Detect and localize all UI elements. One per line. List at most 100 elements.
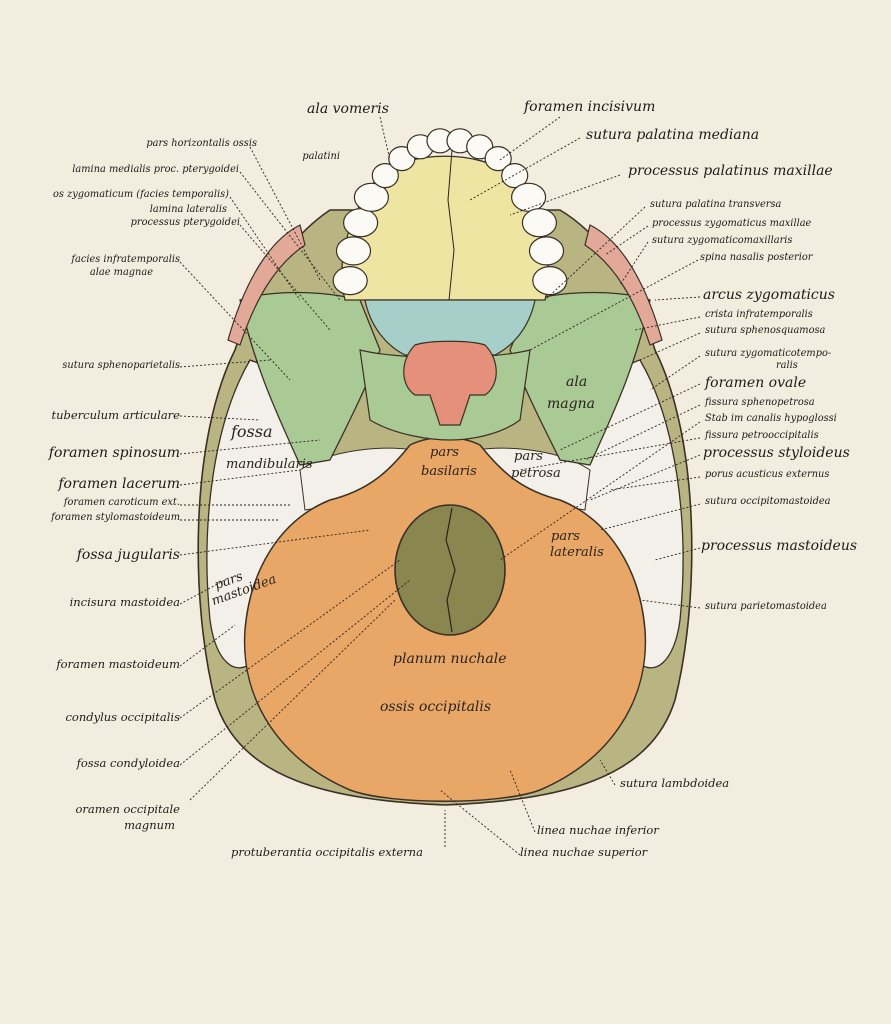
pointer-line bbox=[179, 261, 291, 381]
label-condylus-occipitalis: condylus occipitalis bbox=[65, 710, 180, 724]
label-linea-nuchae-superior: linea nuchae superior bbox=[520, 845, 648, 859]
label-pointer-lines bbox=[179, 116, 701, 856]
pointer-line bbox=[599, 759, 616, 786]
tooth bbox=[371, 163, 399, 189]
pointer-line bbox=[439, 789, 521, 856]
label-palatini: palatini bbox=[302, 151, 340, 162]
tooth bbox=[501, 163, 529, 189]
palatine-bone bbox=[364, 299, 536, 356]
foramen-magnum-midline bbox=[445, 507, 456, 633]
label-spina-nasalis-posterior: spina nasalis posterior bbox=[700, 252, 813, 263]
pointer-line bbox=[469, 137, 581, 201]
label-sutura-lambdoidea: sutura lambdoidea bbox=[620, 776, 730, 790]
pointer-line bbox=[379, 116, 391, 161]
label-ralis: ralis bbox=[776, 360, 798, 371]
region-basilaris: basilaris bbox=[421, 464, 477, 479]
sutura-palatina-mediana-line bbox=[447, 149, 455, 301]
region-pars-lateralis-1: pars bbox=[551, 529, 580, 544]
label-processus-palatinus-maxillae: processus palatinus maxillae bbox=[628, 163, 833, 179]
region-lateralis: lateralis bbox=[550, 545, 604, 560]
region-fossa: fossa bbox=[231, 422, 273, 441]
pointer-line bbox=[179, 359, 271, 368]
label-fossa-condyloidea: fossa condyloidea bbox=[76, 756, 180, 770]
label-stab-im-canalis-hypoglossi: Stab im canalis hypoglossi bbox=[705, 413, 837, 424]
pointer-line bbox=[609, 476, 701, 491]
pointer-line bbox=[179, 415, 261, 421]
tooth bbox=[343, 208, 379, 238]
tooth bbox=[532, 266, 568, 296]
label-foramen-stylomastoideum: foramen stylomastoideum bbox=[51, 512, 180, 523]
pointer-line bbox=[179, 579, 411, 766]
label-sutura-zygomaticotempo: sutura zygomaticotempo- bbox=[705, 348, 832, 359]
tooth bbox=[510, 182, 547, 212]
label-alae-magnae: alae magnae bbox=[89, 267, 153, 278]
tooth bbox=[521, 208, 558, 238]
label-sutura-palatina-transversa: sutura palatina transversa bbox=[650, 199, 782, 210]
label-foramen-lacerum: foramen lacerum bbox=[58, 476, 180, 492]
pointer-line bbox=[179, 439, 321, 455]
pointer-line bbox=[619, 241, 649, 286]
label-incisura-mastoidea: incisura mastoidea bbox=[69, 595, 180, 609]
label-sutura-occipitomastoidea: sutura occipitomastoidea bbox=[705, 496, 831, 507]
label-processus-mastoideus: processus mastoideus bbox=[701, 538, 858, 554]
sphenoid-ala-magna-left bbox=[239, 291, 381, 466]
region-ala: ala bbox=[566, 374, 588, 390]
zygomatic-arch-right bbox=[584, 224, 663, 346]
label-oramen-occipitale: oramen occipitale bbox=[75, 802, 180, 816]
pointer-line bbox=[654, 296, 701, 301]
region-magna: magna bbox=[547, 396, 595, 412]
pointer-line bbox=[599, 503, 701, 531]
label-lamina-medialis: lamina medialis proc. pterygoidei bbox=[72, 164, 239, 175]
label-foramen-caroticum-ext: foramen caroticum ext. bbox=[63, 497, 180, 508]
region-mandibularis: mandibularis bbox=[226, 457, 313, 472]
label-processus-pterygoidei: processus pterygoidei bbox=[130, 217, 240, 228]
pointer-line bbox=[239, 224, 331, 331]
label-tuberculum-articulare: tuberculum articulare bbox=[51, 408, 180, 422]
pointer-line bbox=[179, 559, 401, 719]
pointer-line bbox=[584, 404, 701, 461]
sphenoid-ala-magna-right bbox=[509, 291, 651, 466]
pointer-line bbox=[604, 225, 649, 256]
pointer-line bbox=[509, 174, 621, 216]
tooth bbox=[332, 266, 368, 296]
label-magnum: magnum bbox=[124, 818, 175, 832]
zygomatic-arch-left bbox=[227, 224, 306, 346]
pointer-line bbox=[544, 206, 646, 301]
label-sutura-zygomaticomaxillaris: sutura zygomaticomaxillaris bbox=[652, 235, 793, 246]
tooth bbox=[484, 146, 512, 172]
label-foramen-mastoideum: foramen mastoideum bbox=[56, 657, 180, 671]
label-sutura-sphenosquamosa: sutura sphenosquamosa bbox=[705, 325, 826, 336]
label-fossa-jugularis: fossa jugularis bbox=[76, 547, 180, 563]
pointer-line bbox=[559, 383, 701, 451]
label-processus-styloideus: processus styloideus bbox=[703, 445, 850, 461]
region-petrosa: petrosa bbox=[511, 466, 561, 481]
label-sutura-sphenoparietalis: sutura sphenoparietalis bbox=[62, 360, 180, 371]
pointer-line bbox=[179, 579, 226, 605]
label-foramen-spinosum: foramen spinosum bbox=[48, 445, 180, 461]
pointer-line bbox=[499, 116, 561, 161]
label-facies-infratemporalis: facies infratemporalis bbox=[71, 254, 180, 265]
region-pars-petrosa-1: pars bbox=[514, 449, 543, 464]
label-porus-acusticus-externus: porus acusticus externus bbox=[705, 469, 830, 480]
region-pars-basilaris-1: pars bbox=[430, 445, 459, 460]
pointer-line bbox=[179, 624, 236, 667]
label-lamina-lateralis: lamina lateralis bbox=[149, 204, 227, 215]
label-linea-nuchae-inferior: linea nuchae inferior bbox=[537, 823, 659, 837]
label-fissura-petrooccipitalis: fissura petrooccipitalis bbox=[705, 430, 819, 441]
pointer-line bbox=[509, 769, 536, 833]
label-foramen-ovale: foramen ovale bbox=[705, 375, 807, 391]
tooth bbox=[353, 182, 389, 212]
foramen-magnum bbox=[394, 504, 506, 636]
region-ossis-occipitalis: ossis occipitalis bbox=[380, 699, 492, 715]
label-crista-infratemporalis: crista infratemporalis bbox=[705, 309, 813, 320]
dental-arch bbox=[332, 128, 568, 296]
region-planum-nuchale: planum nuchale bbox=[393, 651, 507, 667]
tooth bbox=[528, 236, 565, 266]
pointer-line bbox=[519, 437, 701, 471]
label-fissura-sphenopetrosa: fissura sphenopetrosa bbox=[705, 397, 815, 408]
tooth bbox=[335, 236, 372, 266]
label-sutura-palatina-mediana: sutura palatina mediana bbox=[586, 127, 760, 143]
label-sutura-parietomastoidea: sutura parietomastoidea bbox=[705, 601, 827, 612]
